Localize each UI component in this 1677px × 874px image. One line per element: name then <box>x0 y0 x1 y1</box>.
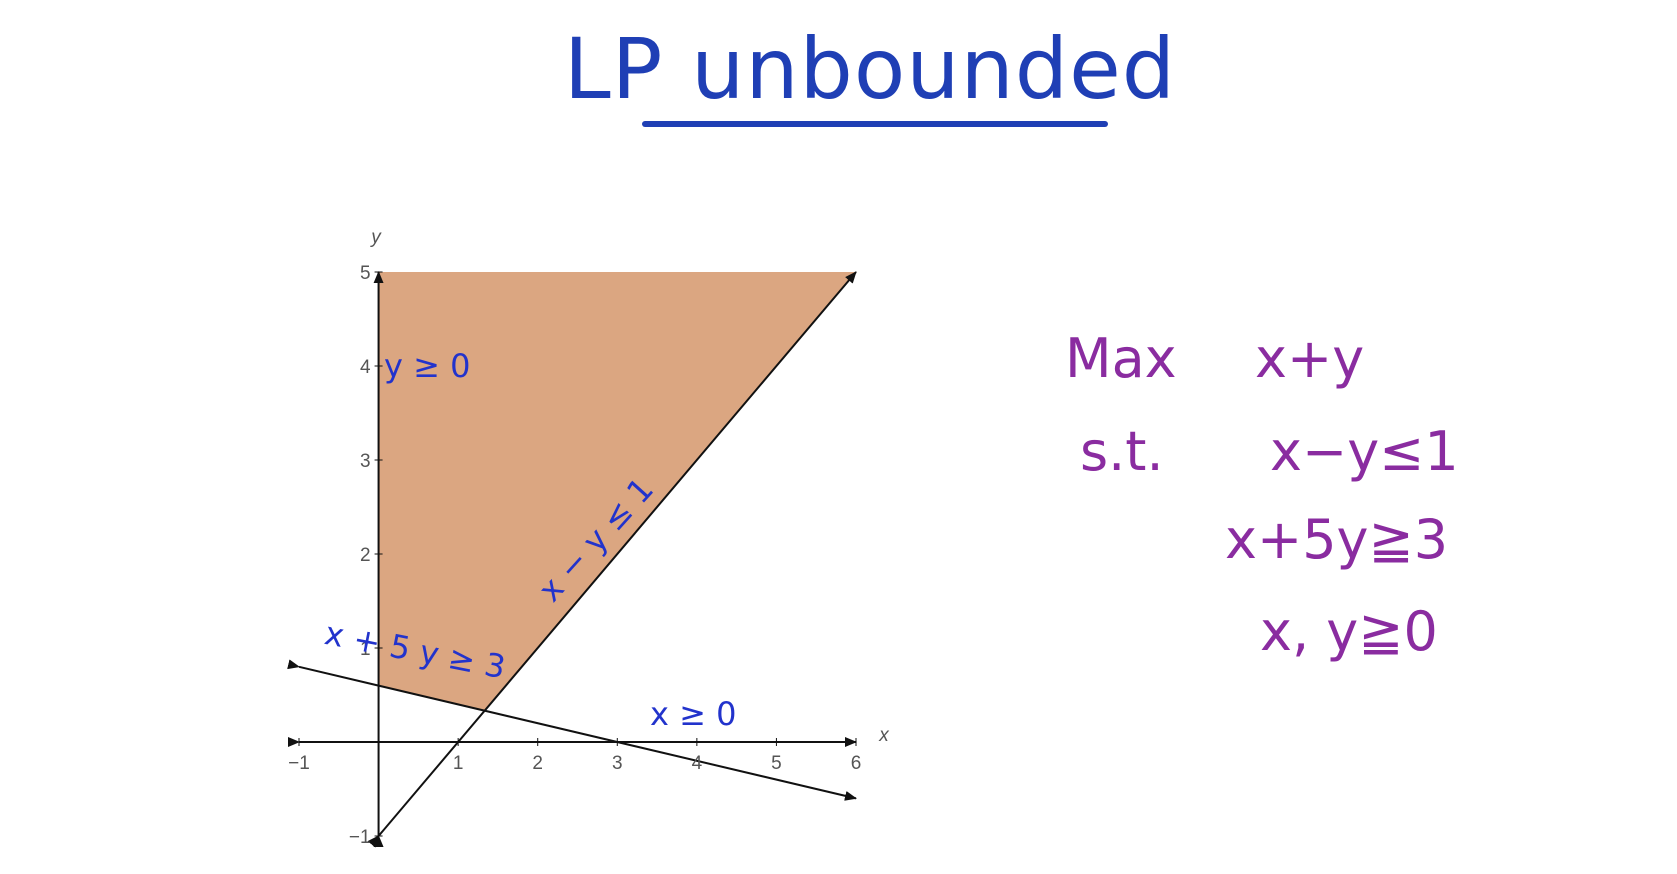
subject-to-keyword: s.t. <box>1080 420 1164 483</box>
constraint-3: x, y≧0 <box>1260 600 1438 663</box>
x-tick-label: 3 <box>612 753 623 774</box>
y-tick-label: 5 <box>360 263 371 284</box>
constraint-line-2 <box>287 659 857 801</box>
x-axis-label: x <box>878 725 890 746</box>
x-tick-label: −1 <box>288 753 310 774</box>
x-tick-label: 1 <box>453 753 464 774</box>
y-tick-label: 4 <box>360 357 371 378</box>
y-axis-label: y <box>369 227 382 248</box>
y-tick-label: 3 <box>360 451 371 472</box>
objective-keyword: Max <box>1065 327 1177 390</box>
x-tick-label: 2 <box>532 753 543 774</box>
y-tick-label: −1 <box>349 827 371 848</box>
constraint-1: x−y≤1 <box>1270 420 1459 483</box>
x-tick-label: 6 <box>851 753 862 774</box>
x-tick-label: 5 <box>771 753 782 774</box>
constraint-2: x+5y≧3 <box>1225 508 1448 571</box>
page-title: LP unbounded <box>564 20 1176 118</box>
y-tick-label: 2 <box>360 545 371 566</box>
lp-formulation: Max x+y s.t. x−y≤1 x+5y≧3 x, y≧0 <box>1065 327 1459 663</box>
constraint-label-x-nonneg: x ≥ 0 <box>650 695 736 733</box>
objective-expression: x+y <box>1255 327 1364 390</box>
x-tick-label: 4 <box>692 753 703 774</box>
constraint-label-y-nonneg: y ≥ 0 <box>384 347 470 385</box>
y-tick-label: 1 <box>360 639 371 660</box>
